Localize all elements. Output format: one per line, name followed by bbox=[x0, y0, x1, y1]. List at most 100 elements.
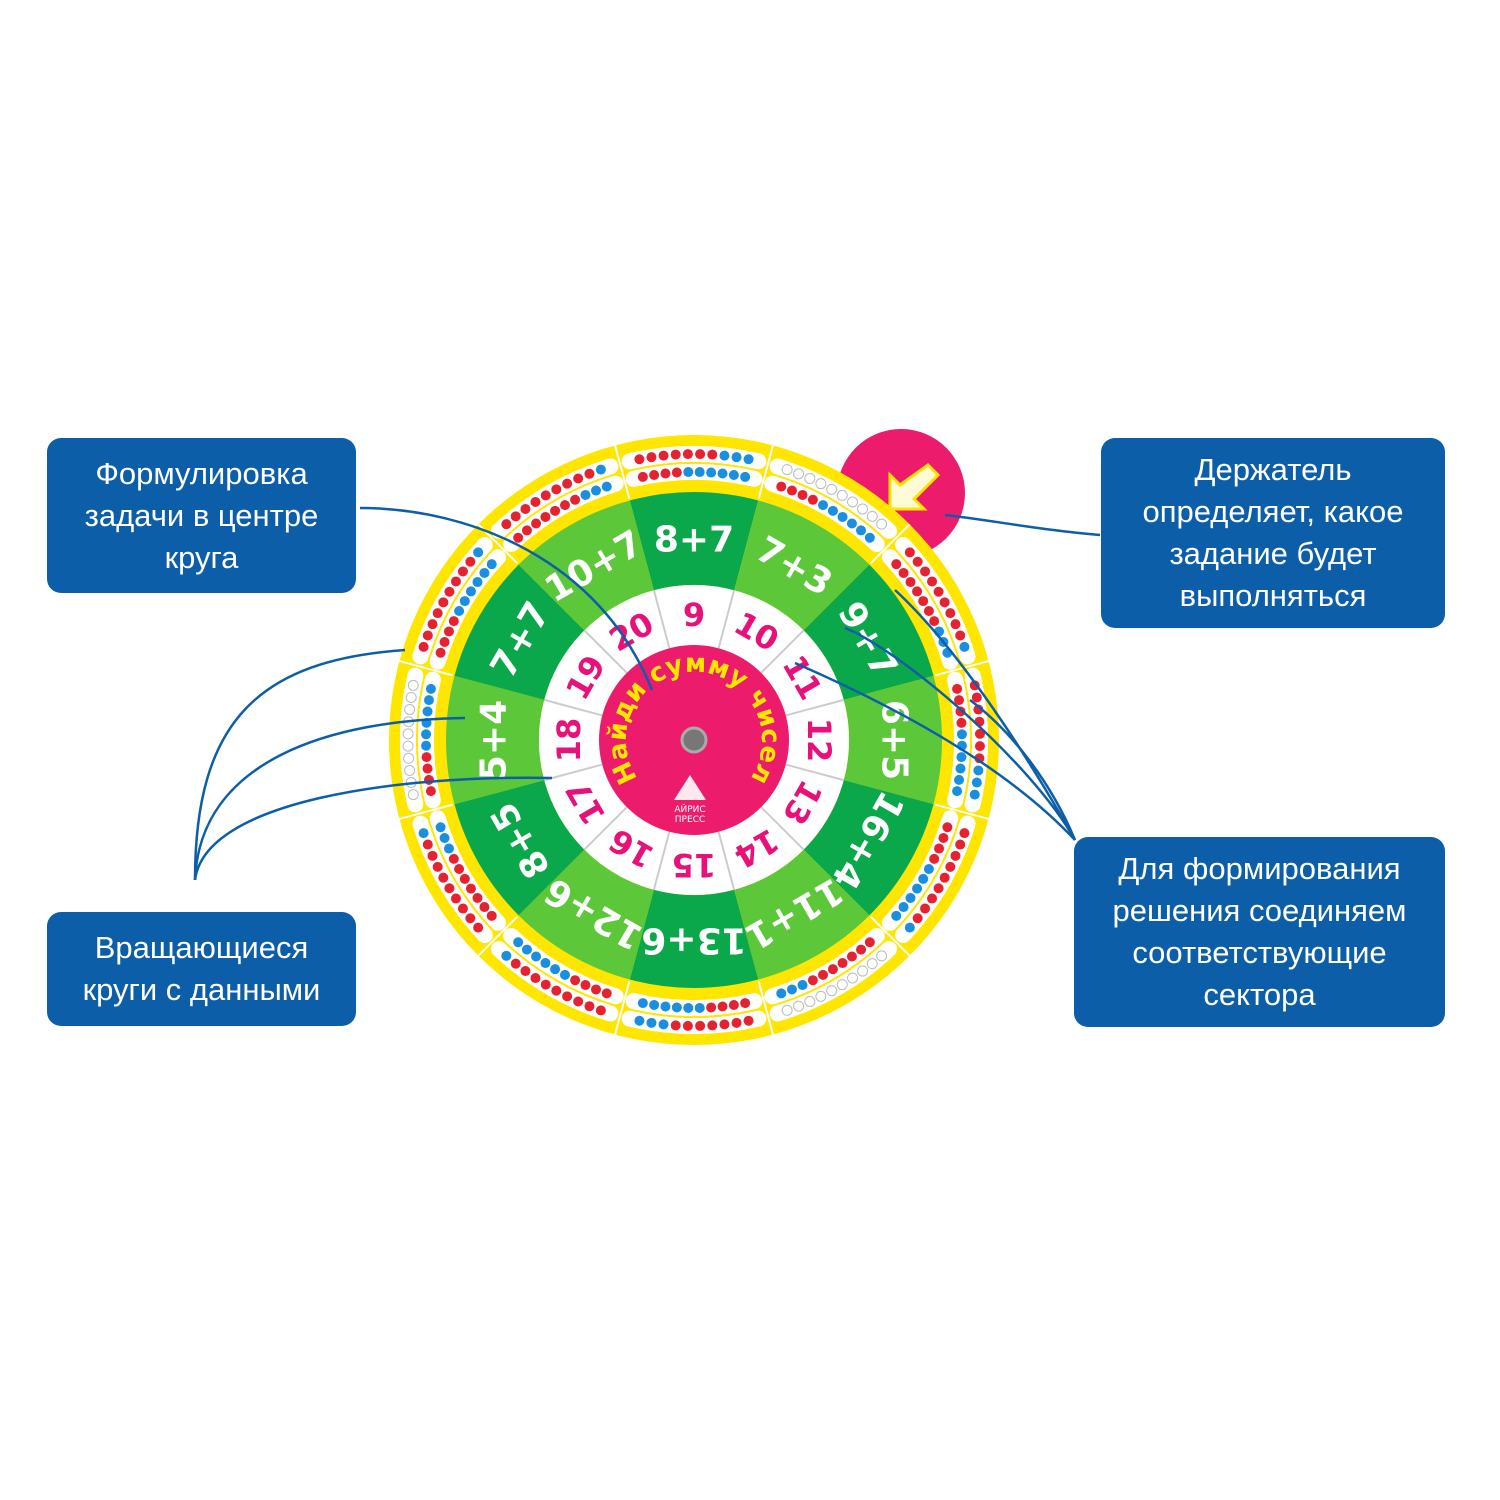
bead bbox=[776, 481, 787, 492]
bead bbox=[454, 605, 465, 616]
ring-divider bbox=[757, 981, 774, 1035]
bead bbox=[439, 832, 450, 843]
leader-line-rotating bbox=[193, 648, 406, 881]
bead bbox=[719, 1019, 730, 1030]
bead bbox=[938, 832, 949, 843]
bead bbox=[501, 519, 512, 530]
bead bbox=[743, 1015, 754, 1026]
number-divider bbox=[544, 763, 603, 782]
bead bbox=[540, 958, 551, 969]
bead bbox=[591, 984, 602, 995]
bead bbox=[421, 729, 432, 740]
ring-divider bbox=[935, 660, 989, 677]
bead bbox=[472, 577, 483, 588]
bead bbox=[422, 706, 433, 717]
bead bbox=[425, 683, 436, 694]
bead bbox=[530, 496, 541, 507]
bead bbox=[731, 1017, 742, 1028]
bead bbox=[670, 1020, 681, 1031]
bead bbox=[473, 547, 484, 558]
bead bbox=[444, 883, 455, 894]
number-divider bbox=[760, 806, 805, 851]
bead bbox=[856, 944, 867, 955]
bead bbox=[501, 950, 512, 961]
bead bbox=[584, 1001, 595, 1012]
callout-line: круги с данными bbox=[82, 972, 321, 1007]
bead bbox=[671, 1002, 682, 1013]
bead bbox=[427, 619, 438, 630]
bead bbox=[559, 969, 570, 980]
bead bbox=[876, 518, 888, 530]
bead bbox=[786, 485, 797, 496]
bead bbox=[694, 467, 705, 478]
bead bbox=[706, 1002, 717, 1013]
bead bbox=[472, 892, 483, 903]
bead bbox=[457, 566, 468, 577]
bead bbox=[649, 1000, 660, 1011]
bead bbox=[683, 1002, 694, 1013]
bead bbox=[443, 626, 454, 637]
bead bbox=[660, 1001, 671, 1012]
callout-line: решения соединяем bbox=[1112, 893, 1407, 928]
bead bbox=[459, 873, 470, 884]
bead bbox=[781, 464, 793, 476]
bead bbox=[864, 532, 875, 543]
bead bbox=[952, 683, 963, 694]
bead bbox=[562, 478, 573, 489]
bead bbox=[448, 853, 459, 864]
bead bbox=[580, 489, 591, 500]
number-label: 18 bbox=[550, 718, 588, 763]
logo-text: ПРЕСС bbox=[675, 815, 705, 825]
bead bbox=[550, 505, 561, 516]
bead bbox=[422, 839, 433, 850]
bead bbox=[550, 964, 561, 975]
bead bbox=[707, 1020, 718, 1031]
bead bbox=[443, 843, 454, 854]
bead bbox=[521, 944, 532, 955]
bead bbox=[971, 777, 982, 788]
leader-line-solution bbox=[844, 626, 1077, 841]
expression-sector bbox=[518, 849, 654, 980]
bead bbox=[573, 996, 584, 1007]
bead bbox=[950, 850, 961, 861]
bead bbox=[405, 691, 417, 703]
leader-line-solution bbox=[794, 661, 1076, 841]
bead bbox=[513, 937, 524, 948]
bead bbox=[520, 503, 531, 514]
bead bbox=[634, 454, 645, 465]
bead bbox=[804, 995, 816, 1007]
expression-sector bbox=[843, 675, 942, 805]
bead bbox=[955, 839, 966, 850]
bead bbox=[912, 556, 923, 567]
callout-line: Вращающиеся bbox=[94, 930, 309, 965]
bead bbox=[444, 586, 455, 597]
bead bbox=[912, 913, 923, 924]
bead bbox=[827, 505, 838, 516]
bead bbox=[743, 454, 754, 465]
bead bbox=[728, 1000, 739, 1011]
bead bbox=[432, 861, 443, 872]
bead bbox=[973, 765, 984, 776]
number-divider bbox=[785, 698, 844, 717]
bead bbox=[807, 494, 818, 505]
bead bbox=[658, 450, 669, 461]
bead bbox=[793, 468, 805, 480]
bead bbox=[521, 525, 532, 536]
bead bbox=[856, 525, 867, 536]
bead bbox=[971, 692, 982, 703]
bead bbox=[923, 864, 934, 875]
callout-line: сектора bbox=[1203, 977, 1316, 1012]
bead bbox=[540, 490, 551, 501]
bead bbox=[427, 850, 438, 861]
bead bbox=[898, 567, 909, 578]
bead bbox=[847, 496, 859, 508]
center-pin bbox=[680, 726, 708, 754]
bead bbox=[942, 822, 953, 833]
bead bbox=[912, 586, 923, 597]
bead bbox=[510, 958, 521, 969]
bead bbox=[418, 641, 429, 652]
bead bbox=[486, 910, 497, 921]
bead bbox=[818, 500, 829, 511]
number-divider bbox=[717, 831, 736, 890]
